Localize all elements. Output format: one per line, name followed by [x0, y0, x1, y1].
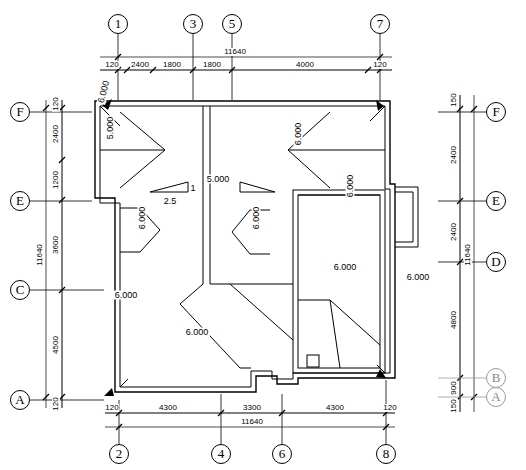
dimension: 2400: [450, 222, 458, 242]
dimension: 4300: [158, 404, 178, 412]
elevation-mark: 6.000: [294, 122, 303, 147]
dimension: 1200: [52, 170, 60, 190]
grid-bubble: 8: [376, 444, 396, 464]
dimension-line: [46, 100, 47, 408]
dormer: [100, 112, 385, 254]
dimension: 2400: [130, 61, 150, 69]
grid-bubble: C: [10, 280, 30, 300]
slope-symbol: [150, 182, 188, 192]
grid-label: 5: [229, 16, 236, 32]
roof-outline: [95, 101, 418, 392]
dimension: 3600: [52, 235, 60, 255]
overall-dimension: 11640: [240, 418, 264, 426]
dimension: 2400: [450, 145, 458, 165]
slope-symbol: [240, 182, 275, 192]
slope-ratio: 2.5: [163, 197, 178, 206]
dimension-ticks: [115, 54, 383, 73]
grid-bubble: 5: [222, 14, 242, 34]
elevation-mark: 6.000: [114, 291, 139, 300]
dimension: 3300: [242, 404, 262, 412]
dimension: 150: [450, 398, 458, 413]
dimension: 120: [104, 61, 119, 69]
overall-dimension: 11640: [223, 48, 247, 56]
grid-label: D: [491, 254, 500, 270]
grid-label: C: [16, 282, 25, 298]
dimension-ticks: [116, 410, 389, 430]
grid-label: E: [492, 193, 500, 209]
grid-label: 3: [190, 16, 197, 32]
dimension: 900: [450, 380, 458, 395]
dimension: 120: [382, 404, 397, 412]
elevation-mark: 6.000: [138, 206, 147, 231]
grid-bubble: 2: [109, 444, 129, 464]
dimension: 4000: [295, 61, 315, 69]
overall-dimension: 11640: [36, 243, 44, 267]
grid-label: A: [15, 392, 24, 408]
dimension: 120: [104, 404, 119, 412]
grid-label: 6: [279, 446, 286, 462]
grid-label: 7: [377, 16, 384, 32]
dimension-line: [105, 413, 395, 414]
dimension: 120: [52, 96, 60, 111]
grid-label: 1: [115, 16, 122, 32]
grid-label: B: [492, 370, 501, 386]
elevation-mark: 6.000: [346, 174, 355, 199]
grid-bubble: 1: [108, 14, 128, 34]
dimension: 120: [52, 396, 60, 411]
roof-ridge: [100, 106, 385, 387]
elevation-mark: 6.000: [252, 206, 261, 231]
dimension-line: [62, 100, 63, 408]
dimension: 2400: [52, 124, 60, 144]
grid-bubble: E: [486, 191, 506, 211]
dimension: 1800: [202, 61, 222, 69]
dimension: 4300: [325, 404, 345, 412]
dimension-line: [460, 95, 461, 412]
slope-ratio: 1: [189, 184, 196, 193]
grid-bubble: F: [486, 102, 506, 122]
elevation-mark: 6.000: [333, 263, 358, 272]
dimension: 4800: [450, 310, 458, 330]
grid-bubble: 7: [370, 14, 390, 34]
grid-bubble: E: [10, 191, 30, 211]
grid-leader: [30, 34, 486, 444]
dimension-ticks: [43, 105, 65, 400]
drain-arrow: [102, 99, 386, 396]
elevation-mark: 5.000: [206, 175, 231, 184]
grid-label: F: [492, 104, 499, 120]
grid-label: 2: [116, 446, 123, 462]
elevation-mark: 6.000: [185, 328, 210, 337]
elevation-mark: 6.000: [406, 273, 431, 282]
dimension-line: [100, 70, 392, 71]
grid-bubble: F: [10, 102, 30, 122]
grid-bubble: 4: [211, 444, 231, 464]
dimension-line: [100, 57, 392, 58]
overall-dimension: 11640: [464, 243, 472, 267]
roof-hatch: [307, 355, 319, 367]
grid-label: F: [16, 104, 23, 120]
grid-bubble: A: [486, 387, 506, 407]
dimension-line: [105, 427, 395, 428]
dimension: 120: [372, 61, 387, 69]
dimension: 150: [450, 92, 458, 107]
grid-label: A: [491, 389, 500, 405]
grid-label: E: [16, 193, 24, 209]
grid-label: 8: [383, 446, 390, 462]
dimension: 1800: [162, 61, 182, 69]
grid-bubble: B: [486, 368, 506, 388]
dimension: 4500: [52, 335, 60, 355]
grid-label: 4: [218, 446, 225, 462]
dimension-ticks: [457, 106, 477, 400]
grid-bubble: D: [486, 252, 506, 272]
elevation-mark: 5.000: [106, 116, 115, 141]
grid-bubble: A: [10, 390, 30, 410]
dimension-line: [474, 95, 475, 412]
grid-bubble: 6: [272, 444, 292, 464]
grid-bubble: 3: [183, 14, 203, 34]
